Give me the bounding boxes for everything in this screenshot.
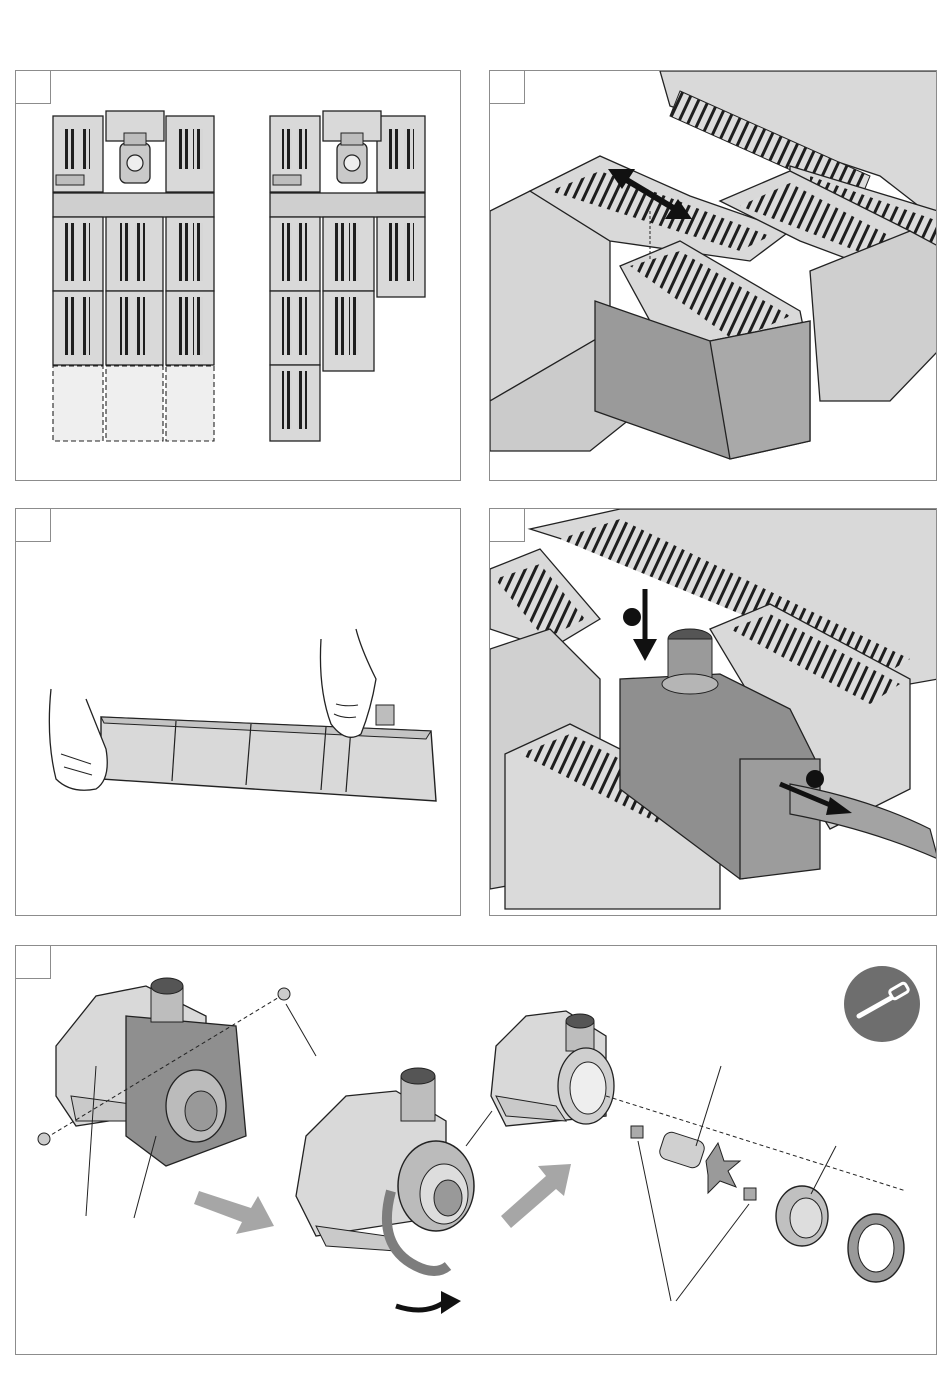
insert-pump-illustration xyxy=(490,509,937,916)
layout-right xyxy=(270,111,425,441)
step-number-box xyxy=(15,945,51,979)
process-arrow-icon xyxy=(194,1191,274,1234)
panel-5-pump-disassembly xyxy=(15,945,937,1355)
down-arrow-icon xyxy=(623,589,657,661)
pump-with-clamp xyxy=(38,978,316,1218)
impeller xyxy=(658,1130,740,1193)
panel-1-module-layout xyxy=(15,70,461,481)
carry-filter-illustration xyxy=(16,509,461,916)
step-number-box xyxy=(489,508,525,542)
module-layout-illustration xyxy=(16,71,461,481)
screwdriver-icon xyxy=(844,966,920,1042)
process-arrow-icon xyxy=(501,1164,571,1228)
pump-open xyxy=(491,1011,906,1301)
step-number-box xyxy=(489,70,525,104)
panel-4-insert-pump xyxy=(489,508,937,916)
module-connect-illustration xyxy=(490,71,937,481)
layout-left xyxy=(53,111,214,441)
step-number-box xyxy=(15,508,51,542)
pump-rotate-ring xyxy=(296,1068,492,1314)
panel-2-module-connect xyxy=(489,70,937,481)
pump-disassembly-illustration xyxy=(16,946,937,1355)
step-number-box xyxy=(15,70,51,104)
panel-3-carry-filter xyxy=(15,508,461,916)
